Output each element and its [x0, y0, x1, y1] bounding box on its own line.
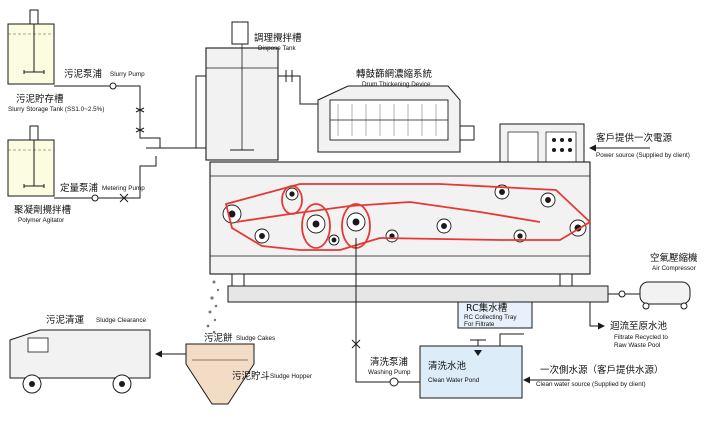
- sludge-cakes-label-en: Sludge Cakes: [236, 335, 276, 342]
- sludge-truck: [9, 329, 151, 394]
- sludge-cakes-fall: [206, 280, 220, 334]
- dispose-tank-label-zh: 調理攪拌槽: [254, 33, 302, 44]
- filtrate-return-line: [589, 302, 605, 330]
- filtrate-label-zh: 迴流至原水池: [610, 321, 668, 332]
- belt-rollers: [222, 184, 587, 246]
- rc-tray-label-zh: RC集水槽: [466, 303, 508, 314]
- clean-water-pond: [419, 333, 524, 399]
- slurry-tank-label-en: Slurry Storage Tank (SS1.0~2.5%): [8, 106, 105, 113]
- washing-pump-label-en: Washing Pump: [368, 369, 411, 376]
- air-compressor-label-en: Air Compressor: [652, 265, 696, 272]
- washing-pump-label-zh: 清洗泵浦: [370, 357, 409, 368]
- slurry-tank-label-zh: 污泥貯存槽: [16, 94, 64, 105]
- sludge-cakes-label-zh: 污泥餅: [204, 333, 233, 344]
- slurry-storage-tank: [7, 9, 55, 85]
- polymer-pipe: [54, 156, 157, 203]
- belt-press-frame: [209, 161, 609, 303]
- slurry-pipe: [54, 82, 200, 149]
- sludge-hopper: [185, 343, 255, 405]
- polymer-label-zh: 聚凝劑攪拌槽: [14, 205, 72, 216]
- rc-tray-label-en2: For Filtrate: [464, 321, 495, 328]
- dispose-tank-label-en: Dispose Tank: [258, 45, 296, 52]
- rc-tray-label-en1: RC Collecting Tray: [464, 314, 517, 321]
- power-label-zh: 客戶提供一次電源: [596, 133, 673, 144]
- drum-label-en: Drum Thickening Device: [362, 81, 431, 88]
- sludge-clearance-label-en: Sludge Clearance: [96, 317, 147, 324]
- drum-thickening-device: [317, 85, 475, 153]
- sludge-clearance-label-zh: 污泥清運: [46, 315, 85, 326]
- dispose-tank: [200, 21, 279, 161]
- filtrate-label-en1: Filtrate Recycled to: [614, 334, 668, 341]
- clean-source-label-zh: 一次側水源（客戶提供水源）: [540, 365, 664, 376]
- clean-pond-label-zh: 清洗水池: [428, 361, 467, 372]
- sludge-hopper-label-en: Sludge Hopper: [270, 373, 313, 380]
- feed-pipe-to-drum: [195, 70, 322, 148]
- drum-label-zh: 轉鼓篩網濃縮系統: [356, 69, 433, 80]
- slurry-pump-label-en: Slurry Pump: [110, 71, 145, 78]
- metering-pump-label-zh: 定量泵浦: [60, 183, 99, 194]
- polymer-agitator-tank: [7, 125, 55, 197]
- rc-collecting-tray: [457, 301, 533, 329]
- air-compressor: [608, 281, 691, 310]
- metering-pump-label-en: Metering Pump: [102, 185, 145, 192]
- clean-pond-label-en: Clean Water Pond: [428, 377, 480, 384]
- sludge-hopper-label-zh: 污泥貯斗: [232, 371, 271, 382]
- polymer-label-en: Polymer Agitator: [18, 217, 65, 224]
- slurry-pump-label-zh: 污泥泵浦: [64, 69, 103, 80]
- wash-water-line: [351, 238, 420, 387]
- filtrate-label-en2: Raw Waste Pool: [614, 342, 661, 349]
- clean-source-label-en: Clean water source (Supplied by client): [536, 381, 646, 388]
- air-compressor-label-zh: 空氣壓縮機: [650, 253, 698, 264]
- power-label-en: Power source (Supplied by client): [596, 152, 690, 159]
